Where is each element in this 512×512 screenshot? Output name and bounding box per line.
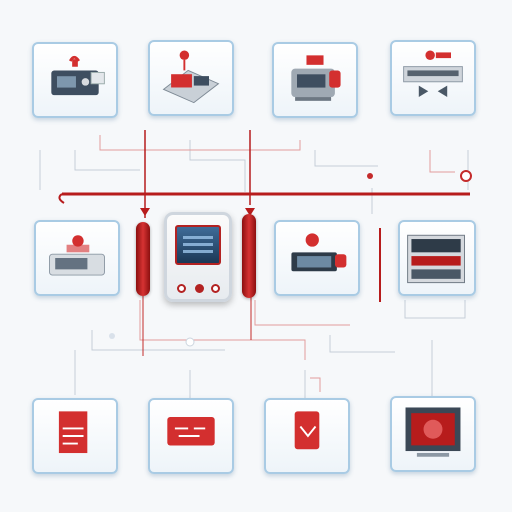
connector-line: [329, 335, 395, 353]
arrow-icon: [245, 208, 255, 216]
device-node-mid-1[interactable]: [34, 220, 120, 296]
knob-icon[interactable]: [195, 284, 204, 293]
red-card-icon: [294, 411, 320, 450]
device-node-top-3[interactable]: [272, 42, 358, 118]
red-card-icon: [167, 417, 215, 446]
connector-line: [404, 300, 466, 319]
connector-line: [99, 135, 301, 151]
connector-line: [91, 330, 225, 351]
heater-unit-icon: [49, 235, 105, 276]
connector-line: [310, 377, 321, 392]
knob-icon[interactable]: [177, 284, 186, 293]
printer-icon: [291, 55, 341, 101]
main-bus-line: [58, 193, 65, 204]
device-node-top-1[interactable]: [32, 42, 118, 118]
machine-icon: [162, 50, 220, 104]
device-node-mid-3[interactable]: [274, 220, 360, 296]
appliance-icon: [403, 50, 463, 97]
connector-line: [139, 300, 306, 360]
device-node-bot-4[interactable]: [390, 396, 476, 472]
connector-line: [314, 150, 378, 167]
red-card-icon: [58, 411, 88, 454]
display-icon: [405, 407, 461, 457]
connector-line: [254, 300, 350, 326]
device-node-bot-3[interactable]: [264, 398, 350, 474]
bus-end-icon: [460, 170, 472, 182]
knob-icon[interactable]: [211, 284, 220, 293]
meter-icon: [291, 233, 347, 272]
controller-pill-left[interactable]: [136, 222, 150, 296]
connector-line: [189, 140, 246, 192]
arrow-icon: [140, 208, 150, 216]
control-console[interactable]: [164, 212, 232, 302]
device-node-top-2[interactable]: [148, 40, 234, 116]
device-node-bot-2[interactable]: [148, 398, 234, 474]
control-box-icon: [51, 55, 105, 96]
controller-pill-right[interactable]: [242, 214, 256, 298]
panel-icon: [407, 234, 465, 284]
console-screen: [175, 225, 221, 265]
device-node-bot-1[interactable]: [32, 398, 118, 474]
connector-line: [429, 150, 455, 173]
junction-icon: [185, 337, 195, 347]
connector-line: [74, 150, 140, 171]
bus-node-icon: [367, 173, 373, 179]
junction-icon: [109, 333, 115, 339]
device-node-top-4[interactable]: [390, 40, 476, 116]
device-node-mid-4[interactable]: [398, 220, 476, 296]
